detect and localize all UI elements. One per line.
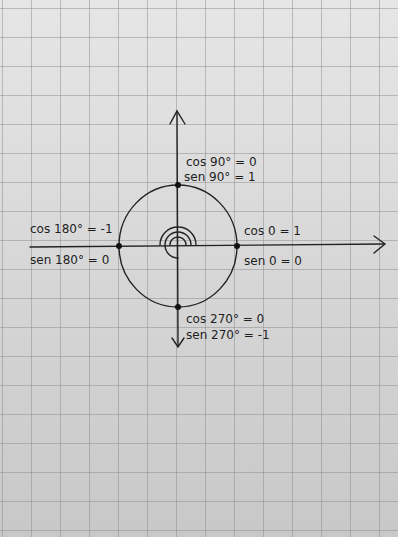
y-arrowhead-bottom bbox=[172, 338, 184, 347]
trig-value-label: sen 0 = 0 bbox=[244, 254, 302, 268]
trig-value-label: cos 0 = 1 bbox=[244, 224, 301, 238]
trig-value-label: cos 90° = 0 bbox=[186, 155, 257, 169]
point bbox=[234, 243, 240, 249]
angle-mark bbox=[170, 237, 186, 245]
trig-value-label: sen 180° = 0 bbox=[30, 253, 109, 267]
trig-value-label: cos 270° = 0 bbox=[186, 312, 264, 326]
trig-value-label: sen 90° = 1 bbox=[184, 170, 256, 184]
y-axis bbox=[177, 112, 178, 346]
angle-mark bbox=[165, 232, 191, 258]
trig-value-label: cos 180° = -1 bbox=[30, 222, 113, 236]
unit-circle bbox=[119, 185, 237, 307]
point bbox=[116, 243, 122, 249]
angle-mark bbox=[160, 227, 196, 245]
x-axis bbox=[30, 244, 384, 247]
x-arrowhead bbox=[374, 236, 385, 253]
trig-value-label: sen 270° = -1 bbox=[186, 328, 270, 342]
y-arrowhead bbox=[170, 111, 185, 124]
point bbox=[175, 304, 181, 310]
point bbox=[175, 182, 181, 188]
